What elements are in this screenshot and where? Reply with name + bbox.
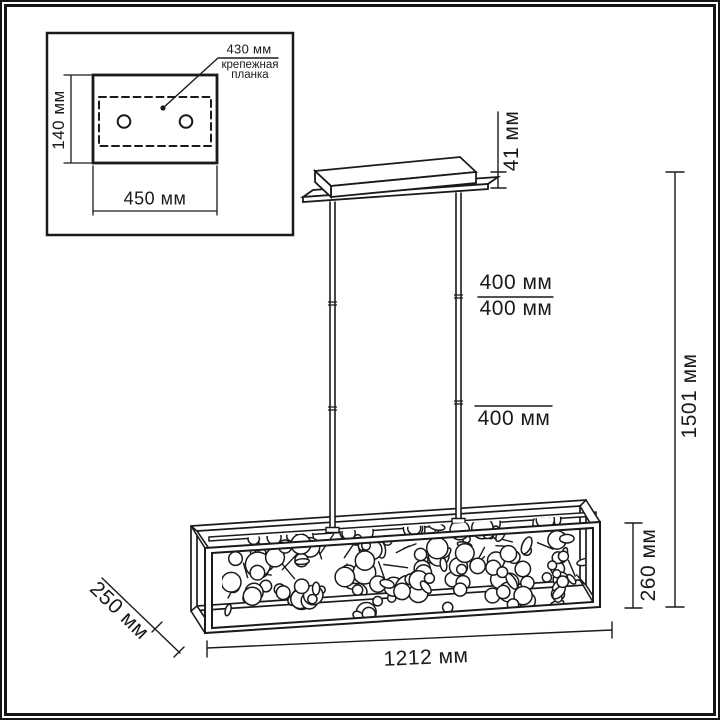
canopy-top-view bbox=[91, 73, 219, 165]
plate-name-label: крепежная планка bbox=[221, 59, 279, 81]
inset-mounting-view bbox=[45, 31, 295, 237]
leader-line-430 bbox=[162, 57, 279, 109]
body-length-label: 1212 мм bbox=[383, 644, 469, 671]
frame-front-rails bbox=[204, 520, 601, 635]
rod-left-foot bbox=[325, 526, 340, 534]
plate-length-label: 430 мм bbox=[226, 41, 272, 57]
overall-height-label: 1501 мм bbox=[678, 353, 701, 439]
suspension-rods bbox=[325, 192, 466, 534]
rod-segment-1-label: 400 мм bbox=[479, 271, 553, 294]
dimension-line-140 bbox=[63, 74, 92, 164]
dimension-line-41 bbox=[490, 111, 507, 189]
frame-front bbox=[189, 498, 602, 635]
rod-left-joints bbox=[327, 301, 338, 411]
mounting-hole-right bbox=[178, 114, 194, 129]
rod-left bbox=[329, 201, 336, 529]
rod-segment-3-label: 400 мм bbox=[477, 407, 551, 430]
rod-segment-2-label: 400 мм bbox=[479, 297, 553, 320]
inset-frame bbox=[45, 31, 295, 237]
dimension-lines bbox=[101, 111, 685, 658]
dimension-line-250 bbox=[101, 577, 185, 658]
dimension-line-450 bbox=[92, 165, 218, 216]
canopy-width-label: 450 мм bbox=[123, 188, 187, 209]
dimension-line-1212 bbox=[206, 621, 613, 658]
canopy-height-label: 41 мм bbox=[500, 110, 523, 172]
canopy-drawing bbox=[299, 156, 502, 203]
canopy-left-face bbox=[314, 168, 332, 200]
mounting-hole-left bbox=[116, 114, 132, 129]
rod-right bbox=[455, 192, 462, 520]
dimension-line-260 bbox=[624, 522, 643, 609]
dimension-line-1501 bbox=[665, 171, 685, 608]
plate-name-line2: планка bbox=[231, 69, 269, 81]
body-height-label: 260 мм bbox=[637, 528, 660, 602]
rod-right-joints bbox=[453, 294, 464, 405]
rod-right-foot bbox=[451, 517, 466, 525]
plate-name-line1: крепежная bbox=[221, 59, 279, 72]
canopy-depth-label: 140 мм bbox=[49, 90, 68, 150]
